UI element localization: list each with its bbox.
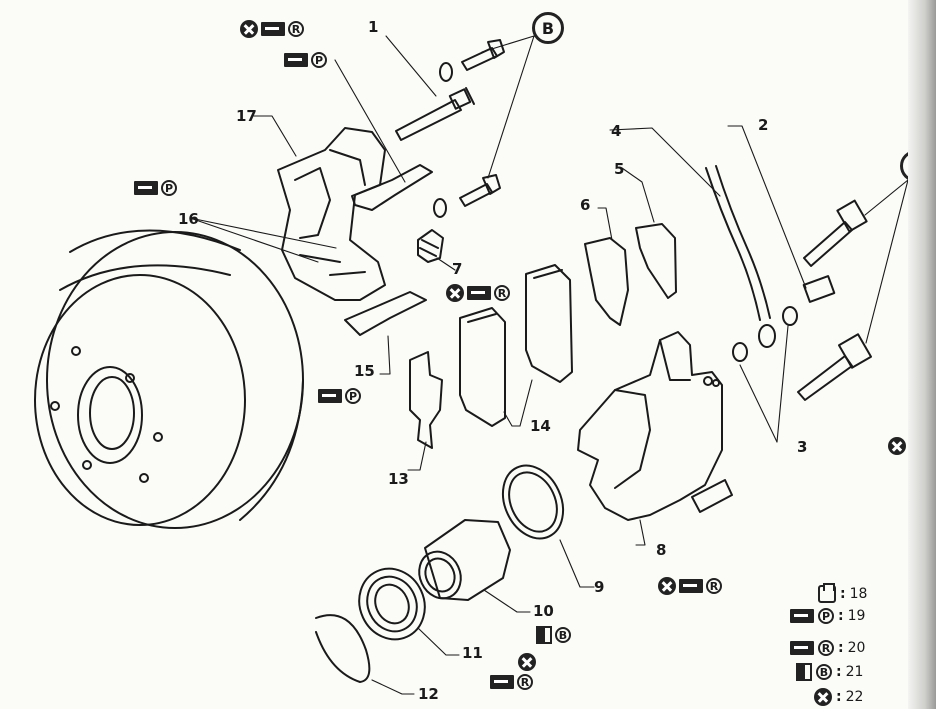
b-circle-icon: B [816, 664, 832, 680]
callout-15: 15 [354, 362, 375, 380]
marker-b: B [532, 12, 564, 44]
legend-sep: : [836, 664, 842, 680]
callout-17: 17 [236, 107, 257, 125]
callout-2: 2 [758, 116, 769, 134]
p-circle-icon: P [345, 388, 361, 404]
p-circle-icon: P [311, 52, 327, 68]
x-icon [814, 688, 832, 706]
callout-11: 11 [462, 644, 483, 662]
callout-9: 9 [594, 578, 605, 596]
brake-hose [705, 165, 776, 348]
legend-sep: : [840, 586, 846, 602]
piston [418, 519, 511, 601]
callout-6: 6 [580, 196, 591, 214]
symbol-x-grease-r-top: R [240, 20, 304, 38]
dust-boot [417, 229, 444, 263]
grease-icon [490, 675, 514, 689]
guide-pin-a-lower [797, 333, 873, 401]
callout-14: 14 [530, 417, 551, 435]
legend-item-19: P : 19 [790, 608, 865, 624]
guide-pin-upper [395, 87, 475, 141]
symbol-x-seal [518, 653, 536, 671]
symbol-x-right [888, 437, 906, 455]
b-circle-icon: B [555, 627, 571, 643]
x-icon [518, 653, 536, 671]
callout-4: 4 [611, 122, 622, 140]
leader-lines [189, 35, 909, 695]
grease-icon [467, 286, 491, 300]
legend-sep: : [838, 608, 844, 624]
callout-13: 13 [388, 470, 409, 488]
x-icon [888, 437, 906, 455]
legend-sep: : [836, 689, 842, 705]
symbol-grease-p-lower: P [318, 388, 361, 404]
symbol-grease-p-top: P [284, 52, 327, 68]
legend-sep: : [838, 640, 844, 656]
caliper-bracket [277, 127, 386, 301]
grease-icon [318, 389, 342, 403]
callout-8: 8 [656, 541, 667, 559]
p-circle-icon: P [161, 180, 177, 196]
legend-item-20: R : 20 [790, 640, 865, 656]
callout-16: 16 [178, 210, 199, 228]
x-icon [446, 284, 464, 302]
legend-item-18: : 18 [818, 583, 868, 603]
symbol-x-grease-r-caliper: R [658, 577, 722, 595]
caliper-body [577, 331, 733, 521]
grease-icon [790, 609, 814, 623]
legend-number: 21 [845, 664, 864, 680]
callout-5: 5 [614, 160, 625, 178]
legend-item-22: : 22 [814, 688, 863, 706]
x-icon [658, 577, 676, 595]
r-circle-icon: R [818, 640, 834, 656]
washer-lower [732, 342, 748, 362]
shims [409, 223, 677, 449]
symbol-grease-p-left: P [134, 180, 177, 196]
grease-icon [284, 53, 308, 67]
tube-icon [536, 626, 552, 644]
brake-pads [459, 264, 573, 427]
dust-seal [358, 567, 426, 641]
bolt-lower [433, 174, 501, 218]
r-circle-icon: R [706, 578, 722, 594]
callout-12: 12 [418, 685, 439, 703]
scan-edge-shadow [908, 0, 936, 709]
grease-icon [679, 579, 703, 593]
piston-seal [501, 464, 565, 540]
r-circle-icon: R [288, 21, 304, 37]
callout-10: 10 [533, 602, 554, 620]
retaining-ring [315, 614, 371, 683]
r-circle-icon: R [494, 285, 510, 301]
grease-icon [134, 181, 158, 195]
bolt-upper [439, 39, 505, 82]
callout-3: 3 [797, 438, 808, 456]
callout-7: 7 [452, 260, 463, 278]
tube-icon [796, 663, 812, 681]
washer-upper [782, 306, 798, 326]
x-icon [240, 20, 258, 38]
legend-number: 22 [845, 689, 864, 705]
p-circle-icon: P [818, 608, 834, 624]
brake-disc [34, 229, 304, 529]
legend-number: 19 [847, 608, 866, 624]
symbol-grease-r-seal: R [490, 674, 533, 690]
spring-clips [344, 164, 433, 336]
clip-icon [818, 583, 836, 603]
guide-pin-a-upper [803, 199, 868, 267]
legend-number: 18 [849, 586, 868, 602]
symbol-tube-b-piston: B [536, 626, 571, 644]
symbol-x-grease-r-mid: R [446, 284, 510, 302]
legend-number: 20 [847, 640, 866, 656]
grease-icon [261, 22, 285, 36]
r-circle-icon: R [517, 674, 533, 690]
legend-item-21: B : 21 [796, 663, 863, 681]
grease-icon [790, 641, 814, 655]
marker-b-label: B [541, 18, 555, 38]
callout-1: 1 [368, 18, 379, 36]
banjo-bolt [802, 275, 836, 303]
